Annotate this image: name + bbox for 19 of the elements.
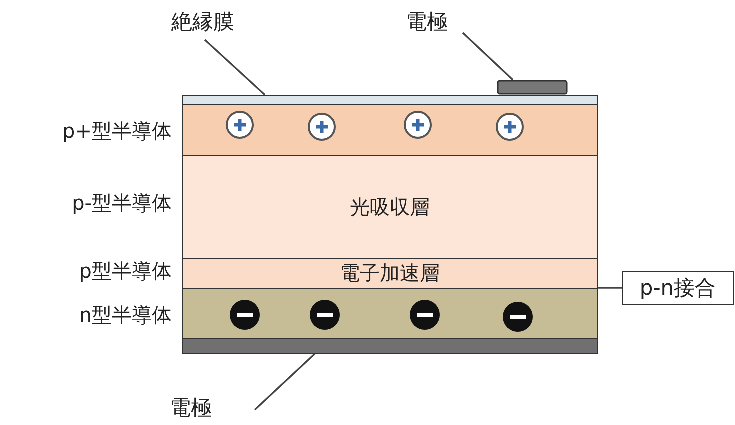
semiconductor-layer [182, 155, 598, 259]
layer-type-label: n型半導体 [79, 302, 172, 329]
layer-label: 光吸収層 [350, 194, 430, 220]
layer-type-label: p+型半導体 [62, 118, 172, 145]
leader-line [204, 39, 266, 96]
layer-type-label: p-型半導体 [72, 190, 172, 217]
junction-label: p-n接合 [622, 271, 734, 305]
leader-line [598, 287, 622, 289]
leader-line [462, 32, 514, 81]
leader-line [254, 353, 316, 411]
callout-label: 絶縁膜 [158, 6, 248, 38]
insulating-film-layer [182, 95, 598, 105]
electrode-layer [182, 338, 598, 354]
electrode-block [497, 80, 568, 95]
layer-label: 電子加速層 [340, 260, 440, 287]
callout-label: 電極 [396, 6, 458, 38]
layer-type-label: p型半導体 [79, 258, 172, 285]
semiconductor-layer [182, 258, 598, 289]
callout-label: 電極 [160, 392, 222, 424]
